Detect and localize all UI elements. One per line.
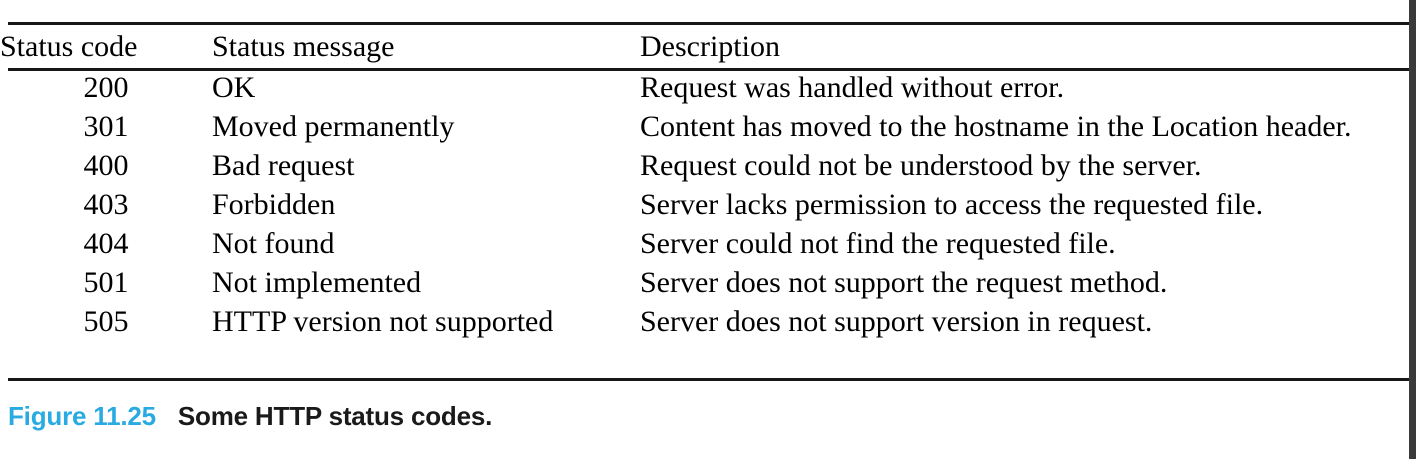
figure-caption: Figure 11.25 Some HTTP status codes. bbox=[8, 400, 492, 432]
cell-description: Server does not support version in reque… bbox=[640, 305, 1153, 338]
cell-status-code: 301 bbox=[83, 110, 129, 143]
cell-description: Server lacks permission to access the re… bbox=[640, 188, 1264, 221]
cell-description: Server does not support the request meth… bbox=[640, 266, 1168, 299]
cell-status-message: Moved permanently bbox=[212, 110, 455, 143]
figure-caption-title: Some HTTP status codes. bbox=[177, 401, 493, 431]
table-bottom-rule bbox=[8, 378, 1409, 381]
cell-status-code: 404 bbox=[83, 227, 129, 260]
cell-status-message: Bad request bbox=[212, 149, 355, 182]
cell-status-code: 200 bbox=[83, 71, 129, 104]
table-header-rule bbox=[8, 68, 1409, 71]
page-edge-artifact bbox=[1409, 0, 1416, 459]
cell-description: Request could not be understood by the s… bbox=[640, 149, 1202, 182]
cell-status-message: Not implemented bbox=[212, 266, 422, 299]
table-row: 403 Forbidden Server lacks permission to a… bbox=[0, 185, 1416, 224]
table-row: 404 Not found Server could not find the re… bbox=[0, 224, 1416, 263]
column-header-status-code: Status code bbox=[0, 30, 138, 63]
figure-caption-number: Figure 11.25 bbox=[8, 401, 156, 431]
http-status-code-table: Status code Status message Description 2… bbox=[0, 25, 1416, 341]
column-header-description: Description bbox=[640, 30, 780, 63]
cell-status-code: 501 bbox=[83, 266, 129, 299]
column-header-status-message: Status message bbox=[212, 30, 395, 63]
table-header: Status code Status message Description bbox=[0, 25, 1416, 68]
table-row: 200 OK Request was handled without error. bbox=[0, 68, 1416, 107]
table-row: 505 HTTP version not supported Server does… bbox=[0, 302, 1416, 341]
cell-description: Request was handled without error. bbox=[640, 71, 1065, 104]
cell-status-message: HTTP version not supported bbox=[212, 305, 554, 338]
table-row: 501 Not implemented Server does not suppor… bbox=[0, 263, 1416, 302]
cell-status-message: Not found bbox=[212, 227, 335, 260]
cell-description: Server could not find the requested file… bbox=[640, 227, 1116, 260]
cell-status-message: Forbidden bbox=[212, 188, 336, 221]
cell-status-message: OK bbox=[212, 71, 256, 104]
cell-status-code: 403 bbox=[83, 188, 129, 221]
cell-status-code: 400 bbox=[83, 149, 129, 182]
table-row: 400 Bad request Request could not be under… bbox=[0, 146, 1416, 185]
cell-description: Content has moved to the hostname in the… bbox=[640, 110, 1352, 143]
table-row: 301 Moved permanently Content has moved to… bbox=[0, 107, 1416, 146]
table-header-row: Status code Status message Description bbox=[0, 25, 1416, 68]
table-top-rule bbox=[8, 22, 1409, 25]
cell-status-code: 505 bbox=[83, 305, 129, 338]
